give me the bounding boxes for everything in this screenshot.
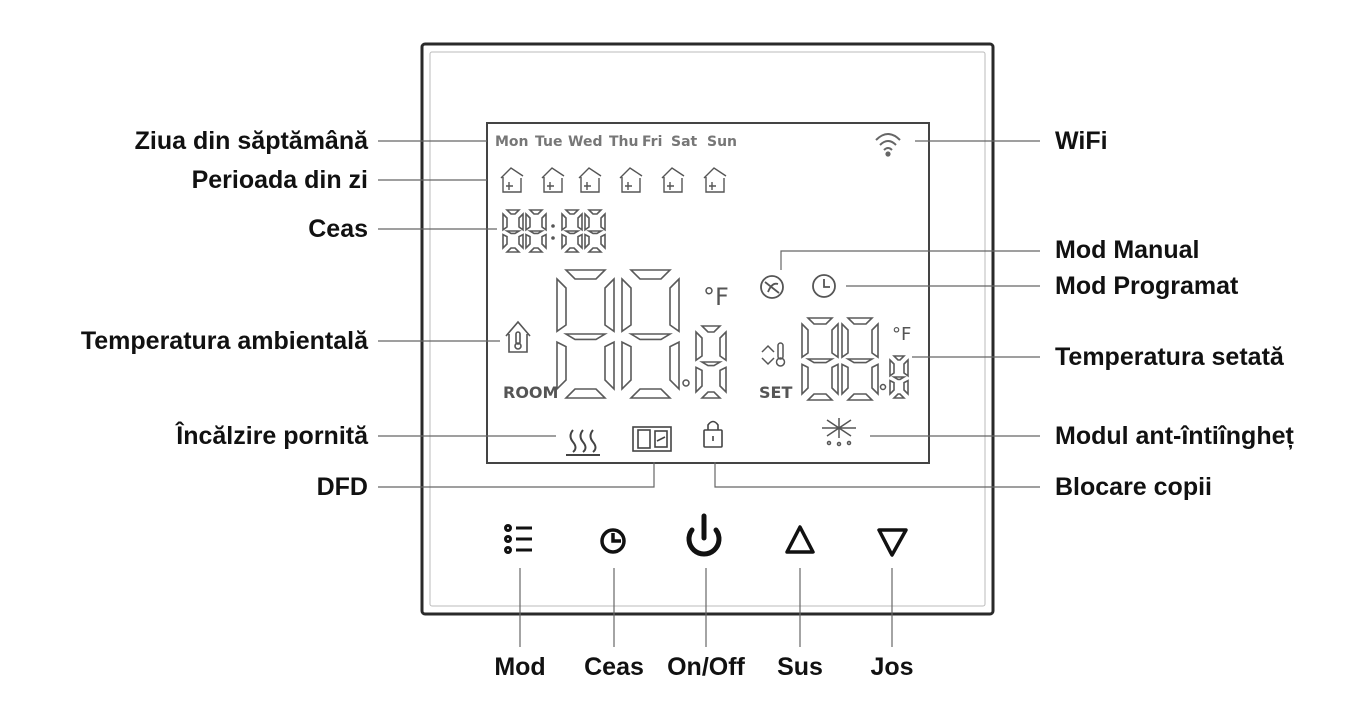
- clock-button-icon[interactable]: [600, 528, 626, 554]
- lcd-digit: [621, 269, 680, 399]
- label-set-temp: Temperatura setată: [1055, 343, 1284, 371]
- label-child-lock: Blocare copii: [1055, 473, 1212, 501]
- label-manual-mode: Mod Manual: [1055, 236, 1200, 264]
- set-temp-icon: [761, 342, 786, 367]
- lcd-digit: [801, 317, 839, 401]
- day-fri: Fri: [642, 134, 662, 150]
- label-anti-freeze: Modul ant-întiîngheț: [1055, 422, 1294, 450]
- wifi-icon: [875, 133, 901, 157]
- day-sun: Sun: [707, 134, 737, 150]
- set-label: SET: [759, 383, 792, 402]
- period-icon: [619, 167, 643, 193]
- ambient-temperature-digits: [556, 269, 727, 399]
- unit-fahrenheit-main: °F: [703, 283, 729, 311]
- label-power-button: On/Off: [667, 653, 745, 681]
- day-tue: Tue: [535, 134, 562, 150]
- label-up-button: Sus: [777, 653, 823, 681]
- label-dfd: DFD: [316, 473, 368, 501]
- lcd-digit: [561, 209, 583, 253]
- period-icon: [578, 167, 602, 193]
- day-mon: Mon: [495, 134, 529, 150]
- label-down-button: Jos: [870, 653, 914, 681]
- lock-icon: [703, 420, 723, 448]
- label-ambient-temp: Temperatura ambientală: [80, 327, 368, 355]
- label-clock: Ceas: [308, 215, 368, 243]
- snowflake-icon: [822, 418, 856, 447]
- window-icon: [632, 426, 672, 452]
- period-icon: [661, 167, 685, 193]
- lcd-digit: [584, 209, 606, 253]
- set-temperature-digits: [801, 317, 909, 401]
- clock-icon: [812, 274, 836, 298]
- day-wed: Wed: [568, 134, 602, 150]
- lcd-digit: [556, 269, 615, 399]
- lcd-digit: [841, 317, 879, 401]
- clock-digits: [502, 209, 606, 253]
- label-clock-button: Ceas: [584, 653, 644, 681]
- down-arrow-icon[interactable]: [877, 528, 908, 557]
- day-period-icons: [500, 167, 727, 193]
- period-icon: [500, 167, 524, 193]
- power-icon[interactable]: [686, 513, 722, 557]
- up-arrow-icon[interactable]: [785, 525, 815, 554]
- lcd-digit: [695, 325, 727, 399]
- room-label: ROOM: [503, 383, 558, 402]
- manual-hand-icon: [760, 275, 784, 299]
- lcd-digit: [889, 355, 909, 399]
- label-programmed-mode: Mod Programat: [1055, 272, 1239, 300]
- label-day-period: Perioada din zi: [191, 166, 368, 194]
- menu-icon[interactable]: [504, 524, 533, 554]
- heating-icon: [566, 429, 600, 456]
- lcd-digit: [502, 209, 524, 253]
- period-icon: [541, 167, 565, 193]
- day-sat: Sat: [671, 134, 698, 150]
- unit-fahrenheit-set: °F: [892, 324, 911, 345]
- label-wifi: WiFi: [1055, 127, 1108, 155]
- label-day-of-week: Ziua din săptămână: [134, 127, 368, 155]
- thermostat-inner-frame: [429, 51, 986, 607]
- lcd-screen: [486, 122, 930, 464]
- house-thermometer-icon: [505, 320, 531, 353]
- lcd-digit: [525, 209, 547, 253]
- label-mode-button: Mod: [494, 653, 546, 681]
- leader-lines: [378, 140, 1040, 647]
- period-icon: [703, 167, 727, 193]
- day-thu: Thu: [609, 134, 638, 150]
- label-heating-on: Încălzire pornită: [176, 422, 368, 450]
